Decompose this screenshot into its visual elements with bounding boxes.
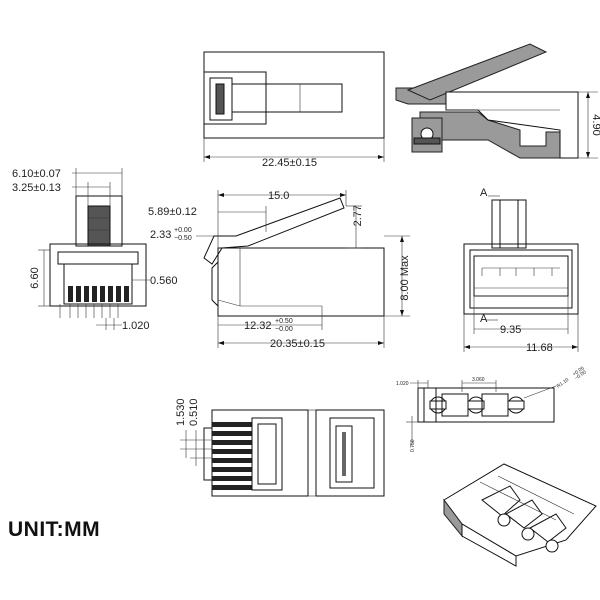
unit-label: UNIT:MM — [8, 518, 101, 541]
dim-front-w2: 3.25±0.13 — [12, 182, 61, 194]
dim-top-length: 22.45±0.15 — [262, 157, 317, 169]
dim-side-contact-tol-dn: −0.00 — [275, 326, 293, 333]
contact-detail: 1.020 3.060 R1.10 +0.05 −0.00 0.750 — [396, 365, 588, 452]
back-view: A A 9.35 11.68 — [463, 187, 579, 354]
dim-side-height: 4.90 — [590, 114, 600, 135]
dim-side-height-max: 8.00 Max — [399, 255, 411, 301]
dim-bottom-v2: 0.510 — [188, 398, 200, 426]
bottom-contacts — [212, 422, 252, 490]
dim-front-w1: 6.10±0.07 — [12, 168, 61, 180]
dim-back-outer: 11.68 — [526, 342, 553, 354]
front-latch-slot — [87, 205, 111, 247]
dim-detail-left: 1.020 — [396, 381, 409, 387]
dim-detail-radius: R1.10 — [556, 377, 571, 390]
dim-side-step: 2.33 — [150, 229, 171, 241]
side-latch — [203, 197, 345, 265]
isometric-view — [443, 463, 597, 567]
back-label-a-bottom: A — [480, 313, 488, 325]
top-view-latch-slot — [215, 83, 225, 115]
dim-side-latch-h: 2.77 — [352, 205, 364, 226]
top-view: 22.45±0.15 — [203, 51, 385, 169]
detail-body — [417, 387, 555, 423]
section-latch-arm — [406, 43, 548, 101]
dim-side-step-tol-up: +0.00 — [174, 227, 192, 234]
dim-side-contact: 12.32 — [244, 320, 272, 332]
front-contacts — [68, 286, 129, 302]
top-view-body — [203, 51, 385, 139]
dim-side-contact-tol-up: +0.50 — [275, 318, 293, 325]
dim-front-pitch: 1.020 — [122, 320, 150, 332]
side-view: 15.0 5.89±0.12 2.77 2.33 +0.00 −0.50 8.0… — [148, 190, 411, 350]
dim-bottom-v1: 1.530 — [175, 398, 187, 426]
back-label-a-top: A — [480, 187, 488, 199]
back-latch — [491, 199, 527, 249]
front-view: 6.10±0.07 3.25±0.13 6.60 0.560 1.020 — [12, 168, 178, 332]
dim-front-slot: 0.560 — [150, 275, 178, 287]
front-body — [49, 243, 147, 307]
bottom-view: 1.530 0.510 — [175, 398, 385, 497]
dim-side-step-tol-dn: −0.50 — [174, 235, 192, 242]
top-view-tab — [231, 83, 343, 113]
bottom-rear — [315, 409, 385, 497]
back-body — [463, 243, 579, 315]
dim-side-top: 15.0 — [268, 190, 289, 202]
top-view-latch-base — [203, 71, 267, 125]
section-view: 4.90 — [395, 43, 600, 159]
dim-side-latch: 5.89±0.12 — [148, 206, 197, 218]
dim-detail-pitch: 3.060 — [472, 377, 485, 383]
dim-side-length: 20.35±0.15 — [270, 338, 325, 350]
dim-back-inner: 9.35 — [500, 324, 521, 336]
section-lower-body — [419, 111, 561, 159]
dim-detail-height: 0.750 — [410, 439, 416, 452]
dim-front-h: 6.60 — [29, 267, 41, 288]
